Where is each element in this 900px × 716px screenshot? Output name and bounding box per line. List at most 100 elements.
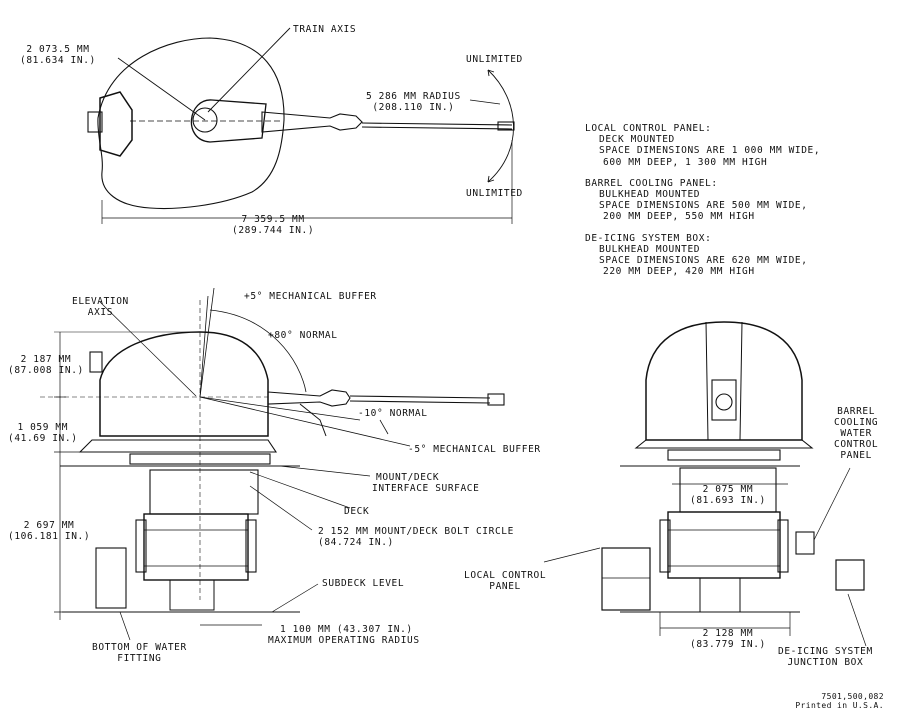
- height-axis-mm: 1 059 MM: [17, 422, 69, 433]
- side-view: [40, 287, 505, 641]
- front-view-dome: [645, 321, 803, 441]
- front-base-dimension: 2 128 MM (83.779 IN.): [690, 628, 766, 650]
- elevation-axis-label: ELEVATION AXIS: [72, 296, 129, 318]
- front-base-in: (83.779 IN.): [690, 639, 766, 650]
- bolt-circle-mm: 2 152 MM MOUNT/DECK BOLT CIRCLE: [318, 526, 514, 537]
- barrel-cooling-panel-label: BARREL COOLING WATER CONTROL PANEL: [834, 406, 878, 461]
- top-view: [87, 27, 515, 224]
- front-base-mm: 2 128 MM: [702, 628, 754, 639]
- front-width-in: (81.693 IN.): [690, 495, 766, 506]
- note-title: LOCAL CONTROL PANEL:: [585, 123, 712, 134]
- note-mount: BULKHEAD MOUNTED: [599, 243, 701, 255]
- note-line: SPACE DIMENSIONS ARE 1 000 MM WIDE,: [599, 145, 821, 157]
- water-fitting-line2: FITTING: [117, 653, 162, 664]
- top-radius-mm: 2 073.5 MM: [26, 44, 90, 55]
- note-barrel-cooling-panel: BARREL COOLING PANEL: BULKHEAD MOUNTED S…: [585, 178, 820, 223]
- top-length-mm: 7 359.5 MM: [241, 214, 305, 225]
- front-width-dimension: 2 075 MM (81.693 IN.): [690, 484, 766, 506]
- elevation-axis-line1: ELEVATION: [72, 296, 129, 307]
- mount-deck-line1: MOUNT/DECK: [376, 472, 440, 483]
- note-mount: BULKHEAD MOUNTED: [599, 189, 701, 201]
- water-fitting-label: BOTTOM OF WATER FITTING: [92, 642, 187, 664]
- note-title: DE-ICING SYSTEM BOX:: [585, 232, 712, 244]
- local-panel-line2: PANEL: [489, 581, 521, 592]
- barrel-panel-line1: BARREL: [837, 406, 876, 417]
- barrel-radius-mm: 5 286 MM RADIUS: [366, 91, 461, 102]
- top-radius-in: (81.634 IN.): [20, 55, 96, 66]
- note-deicing-box: DE-ICING SYSTEM BOX: BULKHEAD MOUNTED SP…: [585, 233, 820, 278]
- subdeck-level-label: SUBDECK LEVEL: [322, 578, 405, 589]
- barrel-radius-dimension: 5 286 MM RADIUS (208.110 IN.): [366, 91, 461, 113]
- side-view-flange: [78, 439, 278, 453]
- barrel-radius-in: (208.110 IN.): [372, 102, 455, 113]
- mount-deck-label: MOUNT/DECK INTERFACE SURFACE: [372, 472, 479, 494]
- top-length-dimension: 7 359.5 MM (289.744 IN.): [232, 214, 314, 236]
- elevation-axis-line2: AXIS: [87, 307, 114, 318]
- note-local-control-panel: LOCAL CONTROL PANEL: DECK MOUNTED SPACE …: [585, 123, 820, 168]
- bolt-circle-in: (84.724 IN.): [318, 537, 394, 548]
- side-view-loader: [143, 513, 249, 581]
- top-view-turret: [190, 99, 267, 143]
- barrel-cooling-panel-box: [795, 531, 815, 555]
- operating-radius-label: MAXIMUM OPERATING RADIUS: [268, 635, 420, 646]
- bolt-circle-dimension: 2 152 MM MOUNT/DECK BOLT CIRCLE (84.724 …: [318, 526, 514, 548]
- local-control-panel-label: LOCAL CONTROL PANEL: [464, 570, 546, 592]
- plus5-buffer-label: +5° MECHANICAL BUFFER: [244, 291, 377, 302]
- printed-in: Printed in U.S.A.: [795, 701, 884, 710]
- note-title: BARREL COOLING PANEL:: [585, 177, 718, 189]
- note-mount: DECK MOUNTED: [599, 134, 675, 146]
- deck-label: DECK: [344, 506, 370, 517]
- deicing-box: [835, 559, 865, 591]
- top-view-hub: [192, 107, 218, 133]
- top-length-in: (289.744 IN.): [232, 225, 315, 236]
- local-panel-line1: LOCAL CONTROL: [464, 570, 547, 581]
- height-dome-dimension: 2 187 MM (87.008 IN.): [8, 354, 84, 376]
- unlimited-bottom-label: UNLIMITED: [466, 188, 523, 199]
- height-dome-mm: 2 187 MM: [20, 354, 72, 365]
- side-view-cabinet: [95, 547, 127, 609]
- local-control-panel-box: [601, 547, 651, 611]
- height-dome-in: (87.008 IN.): [8, 365, 84, 376]
- side-view-trunk: [149, 469, 259, 515]
- minus5-buffer-label: -5° MECHANICAL BUFFER: [408, 444, 541, 455]
- barrel-panel-line5: PANEL: [840, 450, 872, 461]
- height-axis-in: (41.69 IN.): [8, 433, 78, 444]
- top-view-barrel: [261, 111, 363, 133]
- water-fitting-line1: BOTTOM OF WATER: [92, 642, 187, 653]
- document-footer: 7501,500,082 Printed in U.S.A.: [795, 692, 884, 710]
- front-view: [543, 321, 867, 647]
- top-radius-dimension: 2 073.5 MM (81.634 IN.): [20, 44, 96, 66]
- height-below-mm: 2 697 MM: [23, 520, 75, 531]
- top-view-bracket: [87, 111, 103, 133]
- document-number: 7501,500,082: [821, 692, 884, 701]
- barrel-panel-line3: WATER: [840, 428, 872, 439]
- equipment-notes: LOCAL CONTROL PANEL: DECK MOUNTED SPACE …: [585, 123, 820, 287]
- deicing-line1: DE-ICING SYSTEM: [778, 646, 873, 657]
- front-view-loader: [667, 511, 781, 579]
- side-view-barrel: [267, 389, 351, 407]
- front-width-mm: 2 075 MM: [702, 484, 754, 495]
- height-below-dimension: 2 697 MM (106.181 IN.): [8, 520, 90, 542]
- plus80-normal-label: +80° NORMAL: [268, 330, 338, 341]
- barrel-panel-line4: CONTROL: [834, 439, 879, 450]
- height-axis-dimension: 1 059 MM (41.69 IN.): [8, 422, 78, 444]
- minus10-normal-label: -10° NORMAL: [358, 408, 428, 419]
- mount-deck-line2: INTERFACE SURFACE: [372, 483, 480, 494]
- top-view-shield: [99, 91, 133, 157]
- deicing-box-label: DE-ICING SYSTEM JUNCTION BOX: [778, 646, 873, 668]
- train-axis-label: TRAIN AXIS: [293, 24, 357, 35]
- side-view-sight: [89, 351, 103, 373]
- note-line: 200 MM DEEP, 550 MM HIGH: [603, 211, 755, 223]
- operating-radius-mm: 1 100 MM (43.307 IN.): [280, 624, 413, 635]
- height-below-in: (106.181 IN.): [8, 531, 91, 542]
- operating-radius-dimension: 1 100 MM (43.307 IN.) MAXIMUM OPERATING …: [268, 624, 420, 646]
- deicing-line2: JUNCTION BOX: [787, 657, 864, 668]
- unlimited-top-label: UNLIMITED: [466, 54, 523, 65]
- note-line: 220 MM DEEP, 420 MM HIGH: [603, 266, 755, 278]
- note-line: SPACE DIMENSIONS ARE 500 MM WIDE,: [599, 200, 808, 212]
- barrel-panel-line2: COOLING: [834, 417, 879, 428]
- note-line: 600 MM DEEP, 1 300 MM HIGH: [603, 156, 768, 168]
- note-line: SPACE DIMENSIONS ARE 620 MM WIDE,: [599, 255, 808, 267]
- top-view-outline: [97, 37, 285, 210]
